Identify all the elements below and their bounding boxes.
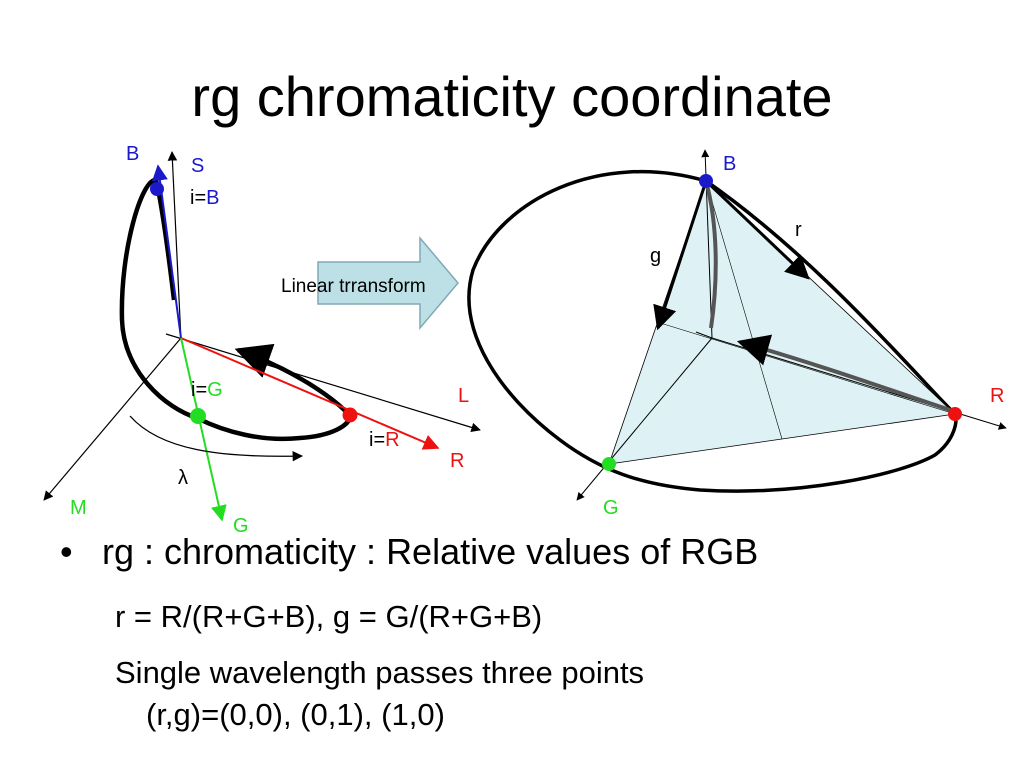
right-g-axis [576, 337, 713, 501]
b-vector [151, 164, 182, 339]
left-point-r [342, 407, 358, 423]
label-right-g: G [603, 497, 619, 519]
linear-transform-label: Linear trransform [281, 276, 426, 297]
triangle-median-b [705, 180, 783, 440]
right-point-b [699, 174, 713, 188]
label-i-eq-b: i=B [190, 187, 219, 209]
right-point-g [602, 457, 616, 471]
s-axis [167, 151, 182, 341]
right-spectral-locus [467, 169, 958, 493]
left-diagram: B S i=B i=G L i=R R λ M G [43, 143, 481, 537]
left-point-g [190, 408, 206, 424]
label-i-eq-r: i=R [369, 429, 400, 451]
label-r-axis: R [450, 450, 464, 472]
label-l-axis: L [458, 385, 469, 407]
left-point-b [150, 182, 164, 196]
label-right-b: B [723, 153, 736, 175]
r-vector [180, 337, 440, 450]
label-lambda: λ [178, 467, 188, 489]
label-right-r: R [990, 385, 1004, 407]
label-b-axis: B [126, 143, 139, 165]
slide-title: rg chromaticity coordinate [191, 65, 833, 128]
edge-arrow-r [704, 179, 810, 280]
linear-transform-arrow: Linear trransform [281, 235, 459, 331]
left-locus-top-segment [153, 179, 177, 301]
lambda-arrow [129, 415, 304, 462]
m-axis [43, 337, 182, 501]
label-g-axis: G [233, 515, 249, 537]
right-point-r [948, 407, 962, 421]
label-right-g-edge: g [650, 245, 661, 267]
g-vector [180, 337, 227, 522]
right-l-axis-back [695, 331, 713, 339]
right-diagram: B r g R G [467, 149, 1007, 519]
label-s-axis: S [191, 155, 204, 177]
edge-arrow-g [653, 180, 708, 331]
left-spectral-locus [119, 177, 353, 442]
label-i-eq-g: i=G [191, 379, 223, 401]
l-axis [165, 333, 481, 433]
label-m-axis: M [70, 497, 87, 519]
inner-locus-top [704, 180, 718, 329]
inner-locus-bottom [736, 334, 951, 412]
label-right-r-edge: r [795, 219, 802, 241]
triangle-median-r [656, 321, 956, 415]
